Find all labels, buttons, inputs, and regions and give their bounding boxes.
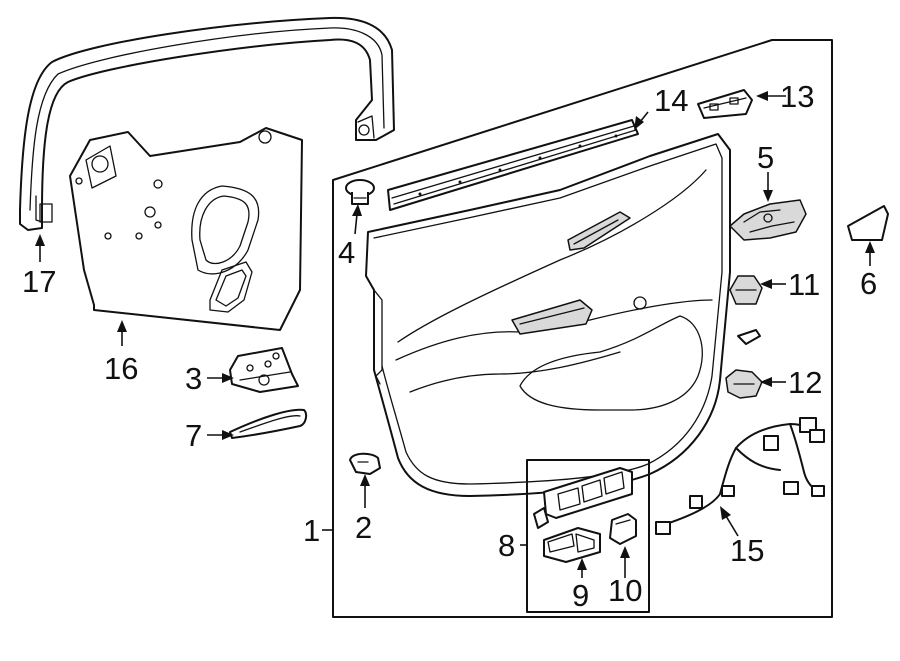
callout-7: 7 [185,418,202,453]
window-switch [543,527,601,563]
callout-3: 3 [185,361,202,396]
switch-clip [533,507,549,529]
window-frame-molding [19,16,395,231]
callout-2: 2 [355,510,372,545]
wiring-harness [655,417,825,535]
callout-1: 1 [303,513,320,548]
callout-4: 4 [338,235,355,270]
callout-12: 12 [788,365,822,400]
window-switch-bezel [543,467,633,519]
inside-handle [729,199,807,241]
callout-labels: 1 2 3 4 5 6 7 8 9 10 11 12 13 14 15 16 1… [22,79,877,613]
courtesy-lamp [725,369,763,399]
trim-bracket [697,89,753,119]
small-clip [737,329,761,345]
bracket [229,347,299,393]
switch-assembly-box [526,459,650,613]
pull-handle-trim [229,408,308,439]
callout-10: 10 [608,573,642,608]
callout-9: 9 [572,578,589,613]
lock-switch [609,513,637,545]
retainer-clip [349,452,381,475]
push-pin-clip [345,179,375,205]
door-panel-frame [332,39,833,618]
callout-5: 5 [757,140,774,175]
callout-14: 14 [654,83,688,118]
callout-8: 8 [498,528,515,563]
callout-17: 17 [22,264,56,299]
callout-13: 13 [780,79,814,114]
callout-11: 11 [788,267,820,302]
connector-socket [729,275,763,305]
callout-16: 16 [104,351,138,386]
corner-trim [847,205,889,241]
water-deflector [69,127,303,331]
door-trim-panel [365,133,731,497]
leader-lines [35,91,875,578]
callout-6: 6 [860,266,877,301]
callout-15: 15 [730,533,764,568]
belt-weatherstrip [387,119,639,211]
